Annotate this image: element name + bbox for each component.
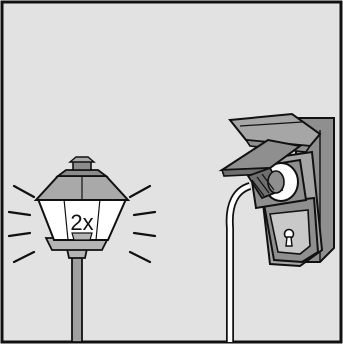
plug-head xyxy=(268,171,284,193)
lamp-count-label: 2x xyxy=(70,210,93,235)
lamp-roof-top xyxy=(58,170,106,176)
lamp-pole xyxy=(72,256,82,342)
keyhole-icon xyxy=(285,230,294,247)
